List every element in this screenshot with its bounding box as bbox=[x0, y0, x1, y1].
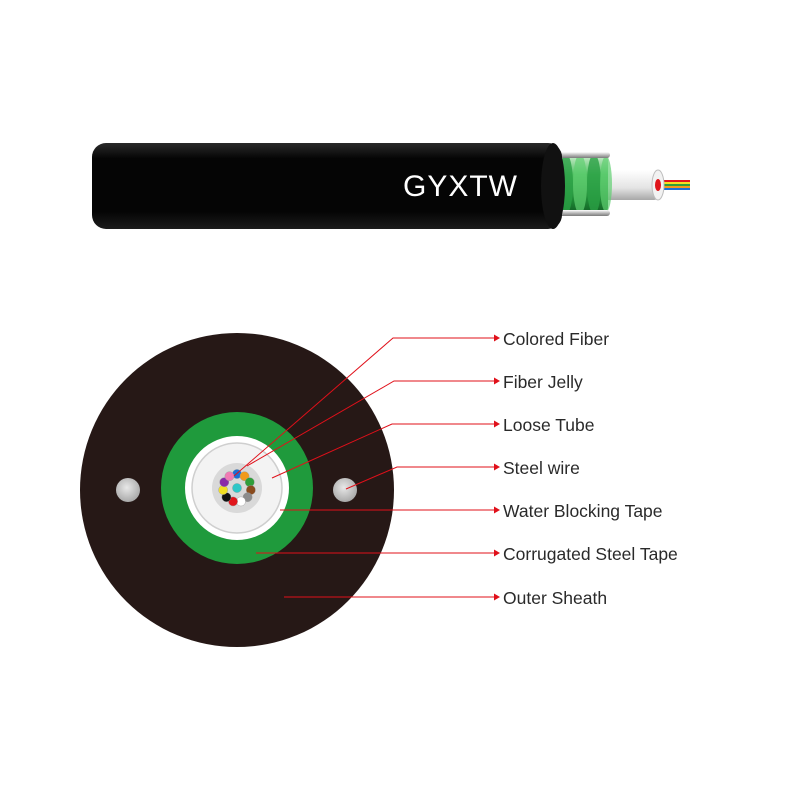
callout-label-colored-fiber: Colored Fiber bbox=[503, 329, 609, 349]
callout-label-outer-sheath: Outer Sheath bbox=[503, 588, 607, 608]
callout-steel-wire: Steel wire bbox=[345, 458, 580, 490]
steel-wire-top bbox=[548, 152, 610, 158]
cable-side-view: GYXTW bbox=[92, 143, 690, 229]
callout-label-loose-tube: Loose Tube bbox=[503, 415, 594, 435]
callout-label-water-blocking-tape: Water Blocking Tape bbox=[503, 501, 663, 521]
cable-cross-section bbox=[80, 333, 394, 647]
steel-wire-right bbox=[333, 478, 357, 502]
callout-label-corrugated-steel-tape: Corrugated Steel Tape bbox=[503, 544, 678, 564]
callout-fiber-jelly: Fiber Jelly bbox=[246, 372, 583, 467]
callout-corrugated-steel-tape: Corrugated Steel Tape bbox=[256, 544, 678, 564]
callout-colored-fiber: Colored Fiber bbox=[233, 329, 609, 477]
steel-wire-bottom bbox=[548, 210, 610, 216]
callout-water-blocking-tape: Water Blocking Tape bbox=[280, 501, 663, 521]
callout-outer-sheath: Outer Sheath bbox=[284, 588, 607, 608]
fiber-bundle-end bbox=[660, 180, 690, 190]
callout-lines: Colored Fiber Fiber Jelly Loose Tube Ste… bbox=[233, 329, 678, 608]
callout-label-fiber-jelly: Fiber Jelly bbox=[503, 372, 583, 392]
fiber-center bbox=[232, 483, 242, 493]
fiber-11 bbox=[224, 471, 235, 482]
loose-tube-end bbox=[600, 169, 665, 201]
callout-label-steel-wire: Steel wire bbox=[503, 458, 580, 478]
steel-wire-left bbox=[116, 478, 140, 502]
callout-loose-tube: Loose Tube bbox=[271, 415, 594, 479]
cable-outer-sheath bbox=[92, 143, 565, 229]
cable-model-label: GYXTW bbox=[403, 170, 518, 203]
